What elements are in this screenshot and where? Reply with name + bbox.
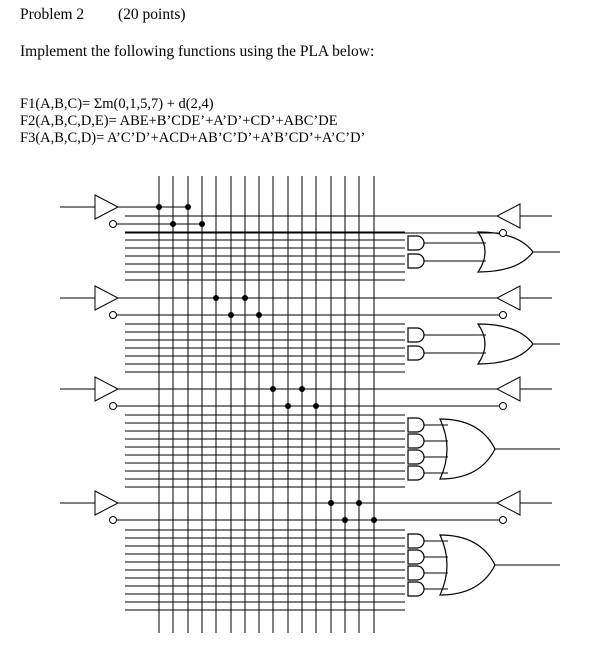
feedback-buffer-icon <box>495 203 521 229</box>
and-gate-icon <box>407 345 425 361</box>
or-gate-icon <box>439 418 496 480</box>
inverter-bubble-icon <box>499 516 507 524</box>
buffer-icon <box>94 194 120 220</box>
and-gate-icon <box>407 465 425 481</box>
or-gate-icon <box>439 534 496 596</box>
and-gate-icon <box>407 549 425 565</box>
or-gate-icon <box>476 231 534 273</box>
connection-dot <box>199 221 205 227</box>
and-gate-icon <box>407 449 425 465</box>
inverter-bubble-icon <box>109 516 117 524</box>
function-f3: F3(A,B,C,D)= A’C’D’+ACD+AB’C’D’+A’B’CD’+… <box>20 130 366 146</box>
buffer-icon <box>94 376 120 402</box>
or-gate-icon <box>476 323 534 365</box>
inverter-bubble-icon <box>499 229 507 237</box>
connection-dot <box>170 221 176 227</box>
buffer-icon <box>94 490 120 516</box>
problem-instruction: Implement the following functions using … <box>20 43 375 60</box>
and-gate-icon <box>407 327 425 343</box>
function-f1: F1(A,B,C)= Σm(0,1,5,7) + d(2,4) <box>20 96 214 112</box>
inverter-bubble-icon <box>109 220 117 228</box>
and-gate-icon <box>407 533 425 549</box>
feedback-buffer-icon <box>495 376 521 402</box>
and-gate-icon <box>407 417 425 433</box>
problem-title: Problem 2 <box>20 6 85 23</box>
problem-points: (20 points) <box>118 6 186 23</box>
connection-dot <box>185 204 191 210</box>
function-f2: F2(A,B,C,D,E)= ABE+B’CDE’+A’D’+CD’+ABC’D… <box>20 113 338 129</box>
and-gate-icon <box>407 433 425 449</box>
feedback-buffer-icon <box>495 285 521 311</box>
inverter-bubble-icon <box>499 311 507 319</box>
and-gate-icon <box>407 253 425 269</box>
inverter-bubble-icon <box>109 402 117 410</box>
inverter-bubble-icon <box>499 402 507 410</box>
and-gate-icon <box>407 565 425 581</box>
and-gate-icon <box>407 581 425 597</box>
inverter-bubble-icon <box>109 311 117 319</box>
buffer-icon <box>94 285 120 311</box>
feedback-buffer-icon <box>495 490 521 516</box>
and-gate-icon <box>407 235 425 251</box>
